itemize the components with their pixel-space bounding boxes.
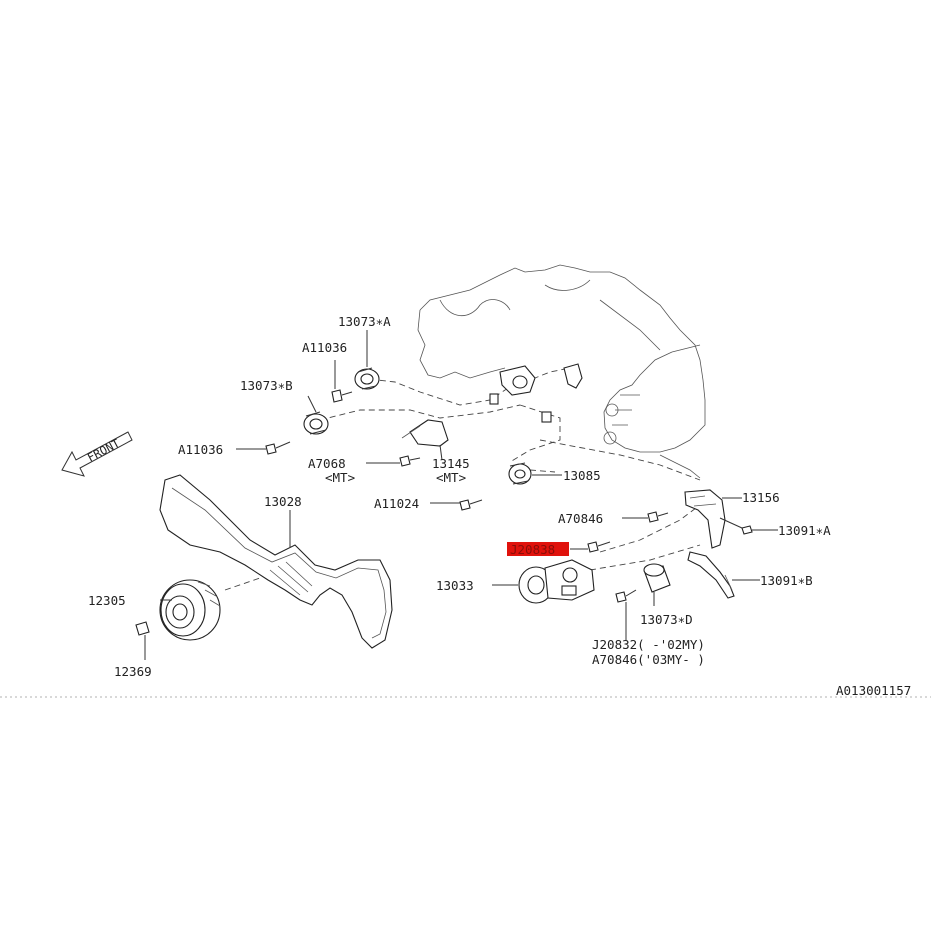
part-labels: 13073∗A A11036 13073∗B A11036 A7068 <MT>… bbox=[88, 314, 831, 679]
timing-belt-13028 bbox=[159, 474, 393, 649]
idler-pulley-13085 bbox=[508, 462, 532, 485]
highlight-box bbox=[507, 542, 569, 556]
bolts bbox=[135, 389, 669, 636]
bracket-13156 bbox=[684, 489, 726, 549]
label-A7068-note: <MT> bbox=[325, 470, 355, 485]
front-direction-arrow: FRONT bbox=[61, 431, 133, 477]
label-13073B: 13073∗B bbox=[240, 378, 293, 393]
label-A11036-left: A11036 bbox=[178, 442, 223, 457]
label-13033: 13033 bbox=[436, 578, 474, 593]
bracket-13091A bbox=[719, 517, 753, 535]
idler-pulley-13073D bbox=[643, 563, 671, 593]
tensioner-13033 bbox=[518, 559, 595, 604]
front-label: FRONT bbox=[85, 436, 122, 465]
label-12369: 12369 bbox=[114, 664, 152, 679]
label-A11036-top: A11036 bbox=[302, 340, 347, 355]
idler-pulley-13073A bbox=[354, 367, 380, 390]
label-13073A: 13073∗A bbox=[338, 314, 391, 329]
label-J20832-note: J20832( -'02MY) bbox=[592, 637, 705, 652]
label-13091B: 13091∗B bbox=[760, 573, 813, 588]
leader-lines bbox=[144, 330, 778, 660]
label-A70846-note: A70846('03MY- ) bbox=[592, 652, 705, 667]
label-12305: 12305 bbox=[88, 593, 126, 608]
label-13145: 13145 bbox=[432, 456, 470, 471]
label-13085: 13085 bbox=[563, 468, 601, 483]
label-13073D: 13073∗D bbox=[640, 612, 693, 627]
crank-pulley-12305 bbox=[159, 579, 221, 641]
idler-pulley-13073B bbox=[303, 411, 329, 435]
bracket-upper bbox=[489, 363, 583, 423]
label-J20838: J20838 bbox=[510, 542, 555, 557]
label-13156: 13156 bbox=[742, 490, 780, 505]
bracket-13145 bbox=[401, 419, 449, 447]
label-13028: 13028 bbox=[264, 494, 302, 509]
label-13145-note: <MT> bbox=[436, 470, 466, 485]
label-A70846: A70846 bbox=[558, 511, 603, 526]
highlighted-part-J20838: J20838 bbox=[507, 542, 569, 557]
label-13091A: 13091∗A bbox=[778, 523, 831, 538]
figure-id: A013001157 bbox=[836, 683, 911, 698]
label-A11024: A11024 bbox=[374, 496, 419, 511]
label-A7068: A7068 bbox=[308, 456, 346, 471]
bracket-13091B bbox=[687, 551, 735, 599]
engine-block-outline bbox=[417, 264, 706, 479]
